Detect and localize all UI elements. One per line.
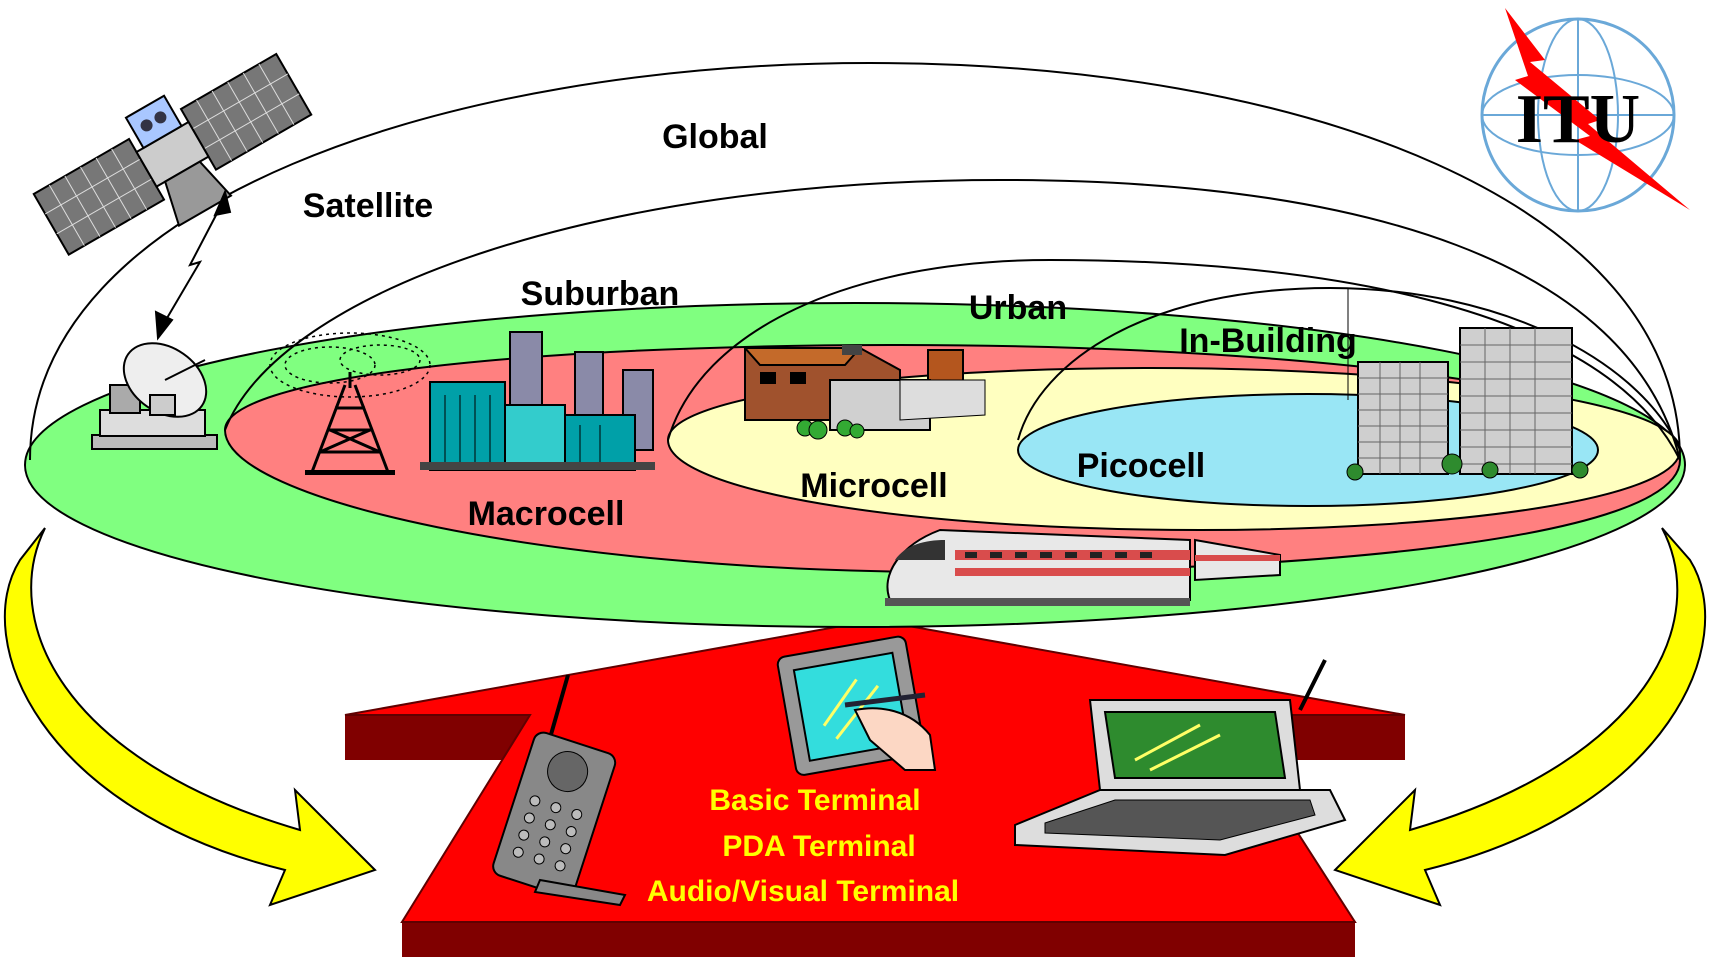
factory-icon [420, 331, 655, 471]
picocell-label: Picocell [1077, 447, 1206, 485]
terminal-label-audio-visual: Audio/Visual Terminal [647, 875, 959, 908]
picocell-area [1017, 393, 1599, 507]
cell-tower-icon [269, 332, 431, 475]
urban-label: Urban [969, 289, 1067, 327]
right-curved-arrow [1333, 527, 1707, 907]
in-building-label: In-Building [1179, 322, 1357, 360]
earth-station-icon [91, 342, 218, 450]
laptop-icon [1014, 659, 1347, 857]
pda-icon [776, 635, 937, 776]
microcell-label: Microcell [800, 467, 947, 505]
suburban-label: Suburban [521, 275, 680, 313]
office-buildings-icon [1346, 327, 1589, 481]
global-label: Global [662, 118, 768, 156]
house-icon [742, 345, 986, 440]
macrocell-label: Macrocell [468, 495, 625, 533]
global-dome [29, 61, 1681, 461]
terminal-label-basic: Basic Terminal [709, 784, 920, 817]
satellite-link-arrow [154, 188, 232, 341]
itu-logo-icon: ITU [1480, 8, 1690, 213]
suburban-dome [224, 178, 1681, 461]
mobile-phone-icon [492, 674, 627, 907]
in-building-dome [1017, 286, 1681, 451]
satellite-icon [32, 52, 313, 257]
train-icon [885, 528, 1281, 606]
left-curved-arrow [3, 527, 377, 907]
satellite-label: Satellite [303, 187, 433, 225]
logo-text: ITU [1516, 81, 1640, 158]
terminal-label-pda: PDA Terminal [722, 830, 915, 863]
